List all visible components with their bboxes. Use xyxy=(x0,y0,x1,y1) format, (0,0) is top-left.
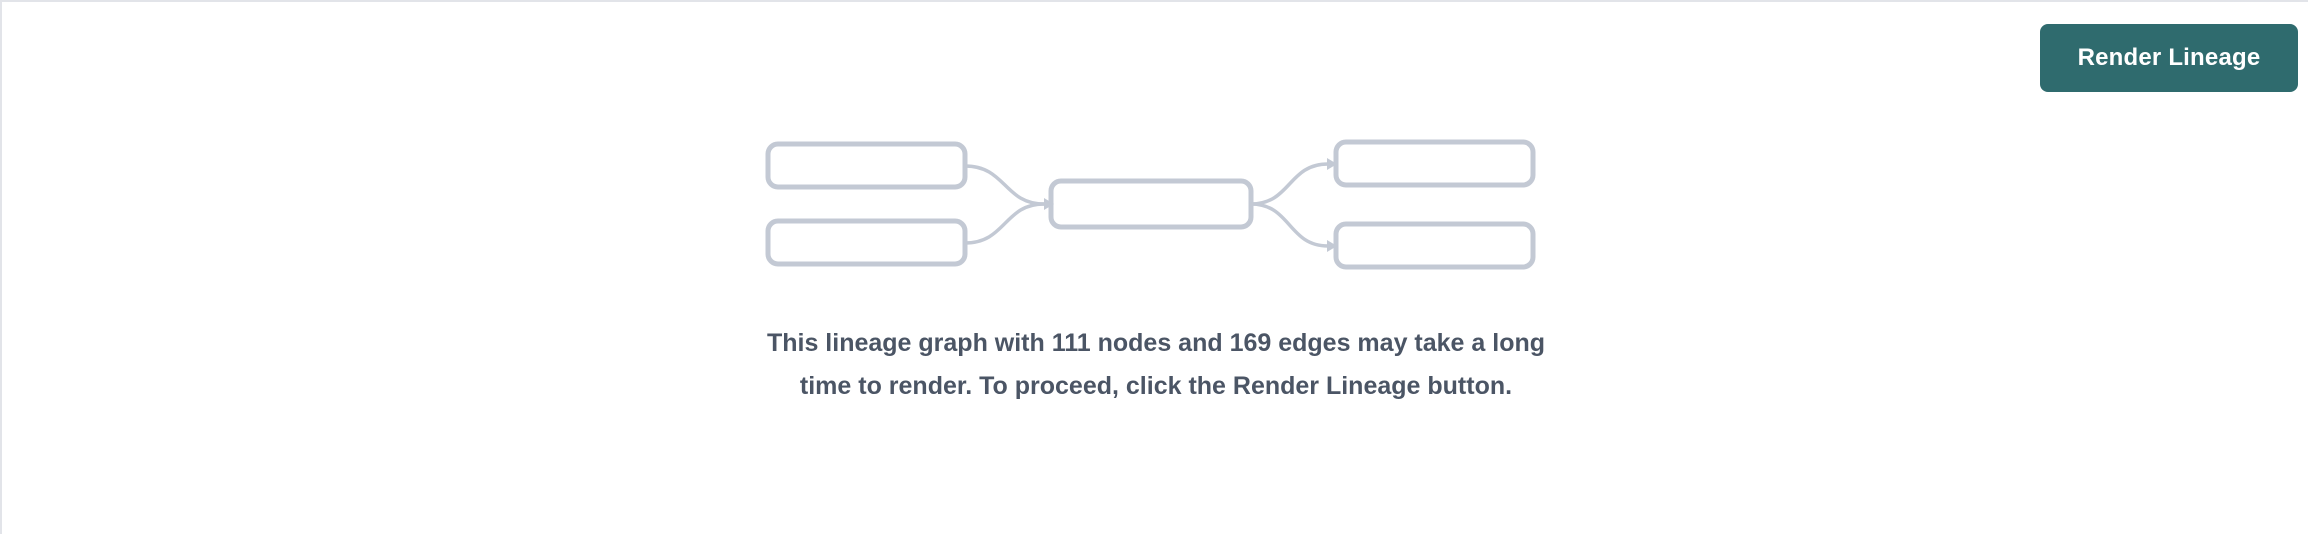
lineage-empty-message: This lineage graph with 111 nodes and 16… xyxy=(766,329,1546,400)
placeholder-edge-upstream-2 xyxy=(963,202,1046,245)
arrowhead-into-focus xyxy=(1044,198,1054,210)
placeholder-node-downstream-1 xyxy=(1333,139,1536,188)
placeholder-node-upstream-2 xyxy=(765,218,968,267)
arrowhead-into-downstream-1 xyxy=(1327,158,1337,170)
render-lineage-button[interactable]: Render Lineage xyxy=(2040,24,2298,92)
placeholder-node-downstream-2 xyxy=(1333,221,1536,270)
lineage-graph-placeholder-icon xyxy=(765,139,1536,270)
arrowhead-into-downstream-2 xyxy=(1327,240,1337,252)
placeholder-edge-downstream-1 xyxy=(1249,162,1330,206)
placeholder-node-upstream-1 xyxy=(765,141,968,190)
placeholder-edge-downstream-2 xyxy=(1249,202,1330,248)
placeholder-edge-arrowheads xyxy=(1044,158,1337,252)
placeholder-edge-upstream-1 xyxy=(963,164,1046,206)
placeholder-node-focus xyxy=(1048,178,1254,230)
